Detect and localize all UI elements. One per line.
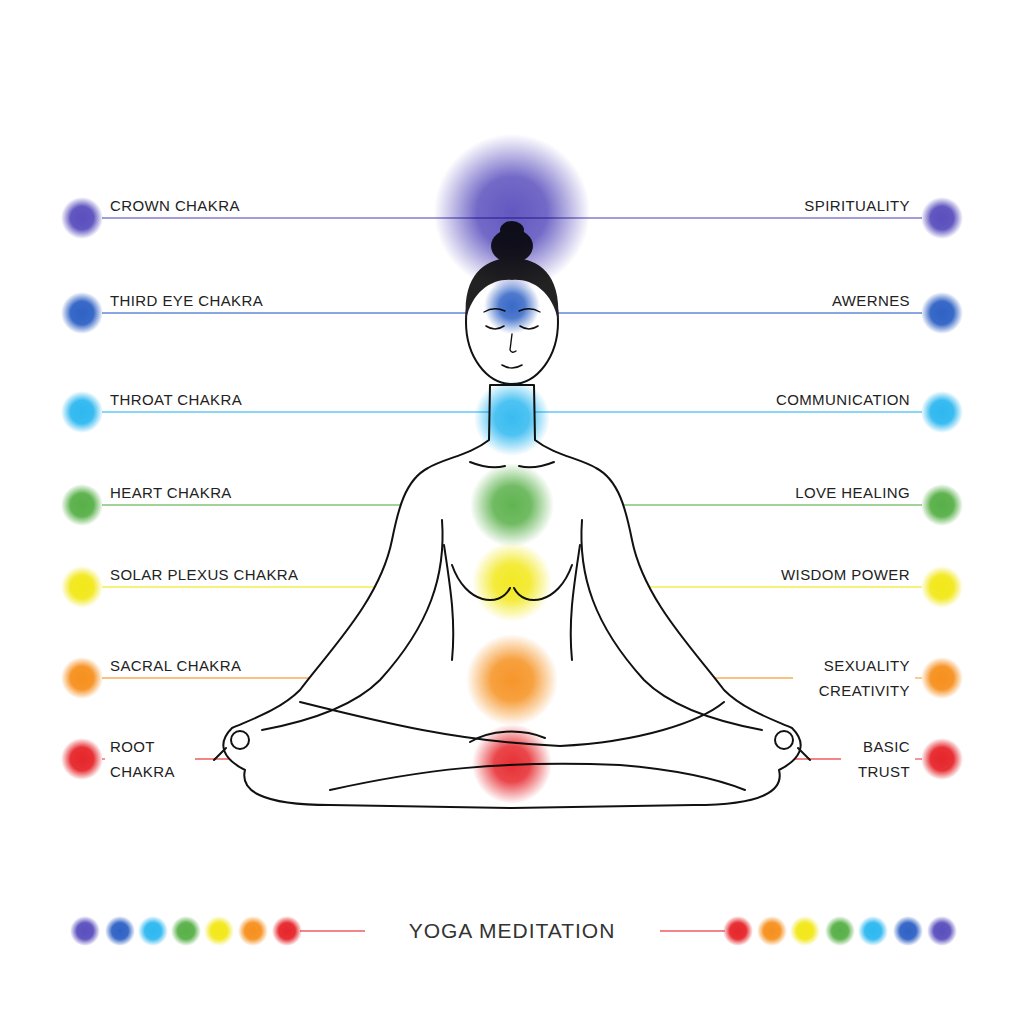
finger: [214, 748, 226, 760]
chakra-glow: [484, 278, 540, 334]
mudra-hand: [231, 731, 249, 749]
color-dot: [921, 292, 963, 334]
color-dot: [757, 916, 787, 946]
color-dot: [927, 916, 957, 946]
finger: [798, 748, 810, 760]
chakra-glow: [466, 634, 558, 726]
color-dot: [61, 738, 103, 780]
chakra-name: SOLAR PLEXUS CHAKRA: [110, 566, 299, 584]
color-dot: [61, 484, 103, 526]
chakra-glow: [470, 463, 554, 547]
color-dot: [204, 916, 234, 946]
chakra-meaning: LOVE HEALING: [795, 484, 910, 502]
color-dot: [272, 916, 302, 946]
inner-arm: [262, 520, 443, 730]
chakra-name: ROOT CHAKRA: [110, 734, 190, 784]
color-dot: [105, 916, 135, 946]
leader-line: [512, 312, 922, 313]
color-dot: [921, 391, 963, 433]
chakra-meaning: COMMUNICATION: [776, 391, 910, 409]
color-dot: [238, 916, 268, 946]
color-dot: [858, 916, 888, 946]
color-dot: [61, 197, 103, 239]
color-dot: [790, 916, 820, 946]
color-dot: [171, 916, 201, 946]
color-dot: [61, 566, 103, 608]
chakra-name: THROAT CHAKRA: [110, 391, 242, 409]
color-dot: [921, 657, 963, 699]
color-dot: [921, 738, 963, 780]
chakra-name: HEART CHAKRA: [110, 484, 232, 502]
color-dot: [825, 916, 855, 946]
chakra-meaning: SEXUALITY CREATIVITY: [798, 653, 910, 703]
torso-side: [571, 545, 580, 660]
chakra-meaning: SPIRITUALITY: [804, 197, 910, 215]
torso-side: [444, 545, 453, 660]
chakra-meaning: BASIC TRUST: [846, 734, 910, 784]
chakra-glow: [474, 380, 550, 456]
inner-arm: [581, 520, 762, 730]
color-dot: [70, 916, 100, 946]
chakra-name: THIRD EYE CHAKRA: [110, 292, 263, 310]
caption: YOGA MEDITATION: [409, 919, 616, 943]
color-dot: [61, 292, 103, 334]
color-dot: [138, 916, 168, 946]
leader-line: [915, 758, 922, 759]
chakra-glow: [472, 542, 552, 622]
leader-lines: [102, 218, 922, 931]
color-dot: [893, 916, 923, 946]
color-dot: [723, 916, 753, 946]
color-dot: [921, 197, 963, 239]
chakra-name: SACRAL CHAKRA: [110, 657, 241, 675]
leader-line: [102, 312, 512, 313]
leader-line: [915, 677, 922, 678]
color-dot: [921, 484, 963, 526]
chakra-meaning: AWERNES: [832, 292, 910, 310]
color-dot: [61, 657, 103, 699]
leader-line: [102, 411, 512, 412]
mudra-hand: [775, 731, 793, 749]
chakra-name: CROWN CHAKRA: [110, 197, 240, 215]
color-dot: [61, 391, 103, 433]
color-dot: [921, 566, 963, 608]
color-dots: [61, 197, 963, 946]
leader-line: [660, 930, 725, 931]
chakra-glow: [434, 134, 590, 290]
meditating-figure: [214, 221, 810, 808]
leader-line: [300, 930, 365, 931]
nose: [510, 334, 516, 352]
leader-line: [512, 411, 922, 412]
chakra-glow: [472, 724, 552, 804]
chakra-meaning: WISDOM POWER: [781, 566, 910, 584]
lips: [502, 365, 522, 368]
chakra-glows: [434, 134, 590, 804]
